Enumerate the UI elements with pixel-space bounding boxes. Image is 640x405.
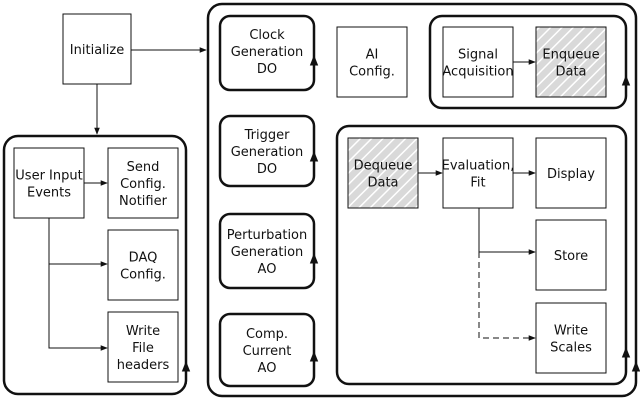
evaluation-fit-label: Evaluation, Fit: [442, 159, 515, 191]
label-line: Write: [554, 324, 588, 339]
store-block: [535, 219, 607, 291]
user-input-events-block: [13, 147, 85, 219]
acquisition-loop: [206, 2, 638, 398]
label-line: Generation: [231, 245, 304, 260]
ai-config-block: [336, 26, 408, 98]
connectors: [48, 47, 536, 351]
store-label: Store: [554, 249, 588, 264]
arrow-evaluation-to-store: [478, 208, 536, 255]
label-line: Write: [126, 324, 160, 339]
label-line: Config.: [120, 268, 166, 283]
daq-config-label: DAQ Config.: [120, 251, 166, 283]
label-line: Generation: [231, 45, 304, 60]
producer-loop: [428, 14, 628, 110]
label-line: AO: [258, 361, 277, 376]
label-line: Data: [555, 65, 586, 80]
label-line: User Input: [15, 169, 82, 184]
loop-iteration-icons: [181, 54, 640, 386]
label-line: File: [132, 341, 154, 356]
label-line: Evaluation,: [442, 159, 515, 174]
label-line: AO: [258, 262, 277, 277]
label-line: Trigger: [244, 128, 290, 143]
label-line: DO: [257, 162, 277, 177]
label-line: Generation: [231, 145, 304, 160]
evaluation-fit-block: [442, 137, 514, 209]
clock-generation-loop: [218, 14, 316, 92]
enqueue-data-block: [535, 26, 607, 98]
label-line: Initialize: [70, 43, 124, 58]
arrow-evaluation-to-write-scales: [478, 252, 536, 341]
label-line: Acquisition: [442, 65, 513, 80]
label-line: Fit: [470, 176, 485, 191]
arrow-events-to-headers: [48, 218, 108, 351]
label-line: Signal: [458, 48, 498, 63]
label-line: Notifier: [119, 194, 168, 209]
dequeue-data-block: [347, 137, 419, 209]
label-line: Store: [554, 249, 588, 264]
comp-current-loop: [218, 312, 316, 388]
label-line: Perturbation: [227, 228, 308, 243]
label-line: Events: [27, 186, 71, 201]
label-line: AI: [366, 48, 379, 63]
label-line: Current: [243, 344, 292, 359]
write-scales-block: [535, 302, 607, 374]
send-config-notifier-block: [107, 147, 179, 219]
consumer-loop: [335, 124, 628, 386]
user-events-loop: [2, 134, 188, 396]
label-line: Data: [367, 176, 398, 191]
initialize-label: Initialize: [70, 43, 124, 58]
label-line: Enqueue: [542, 48, 599, 63]
daq-config-block: [107, 229, 179, 301]
label-line: Comp.: [246, 327, 288, 342]
label-line: DAQ: [129, 251, 158, 266]
label-line: headers: [117, 358, 170, 373]
ai-config-label: AI Config.: [349, 48, 395, 80]
label-line: Send: [127, 160, 160, 175]
label-line: Display: [547, 167, 595, 182]
write-file-headers-block: [107, 311, 179, 383]
label-line: Clock: [249, 28, 285, 43]
display-block: [535, 137, 607, 209]
display-label: Display: [547, 167, 595, 182]
label-line: DO: [257, 62, 277, 77]
label-line: Scales: [550, 341, 592, 356]
label-line: Config.: [349, 65, 395, 80]
label-line: Dequeue: [354, 159, 413, 174]
label-line: Config.: [120, 177, 166, 192]
signal-acquisition-block: [442, 26, 514, 98]
perturbation-generation-loop: [218, 212, 316, 290]
